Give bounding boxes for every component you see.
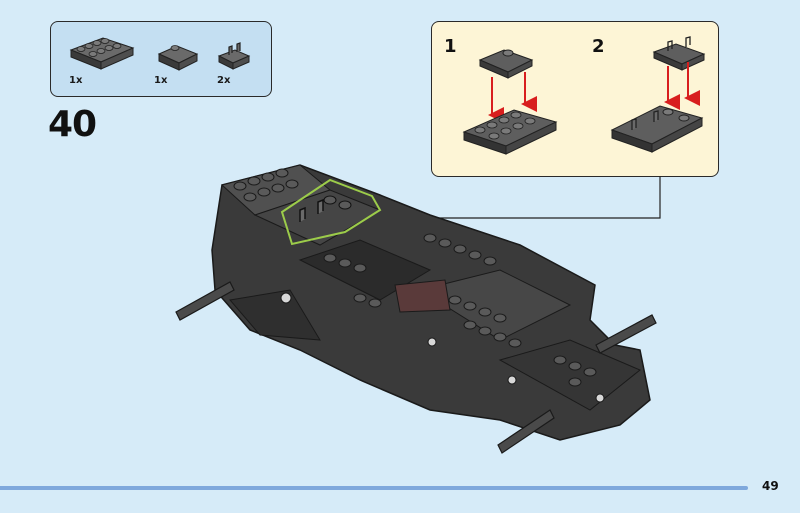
substep-number: 2 <box>592 36 605 57</box>
slope-plate-icon <box>478 49 534 79</box>
step-number: 40 <box>48 104 97 145</box>
footer-bar <box>0 486 748 490</box>
part-quantity: 1x <box>154 75 168 86</box>
part-quantity: 2x <box>217 75 231 86</box>
clip-plate-icon <box>299 195 352 222</box>
slope-plate-2x2-icon <box>157 45 199 71</box>
plate-2x4-icon <box>69 37 135 70</box>
clip-plate-1x1-icon <box>217 42 251 70</box>
axle-rods <box>175 281 657 454</box>
plate-2x4-icon <box>462 109 558 155</box>
slope-plate-with-clips-icon <box>610 105 704 153</box>
round-technic-holes <box>280 292 605 403</box>
clip-pair-icon <box>652 36 706 71</box>
substep-illustration <box>462 36 706 155</box>
part-quantity: 1x <box>69 75 83 86</box>
new-parts-highlight <box>280 178 382 246</box>
substep-number: 1 <box>444 36 457 57</box>
parts-illustration <box>69 37 251 71</box>
stud-array <box>233 168 597 387</box>
parts-list-box: 1x 1x 2x <box>50 21 272 97</box>
substep-callout: 1 2 <box>431 21 719 177</box>
page-number: 49 <box>762 479 779 493</box>
vehicle-body <box>211 164 651 441</box>
callout-connector <box>370 176 661 219</box>
